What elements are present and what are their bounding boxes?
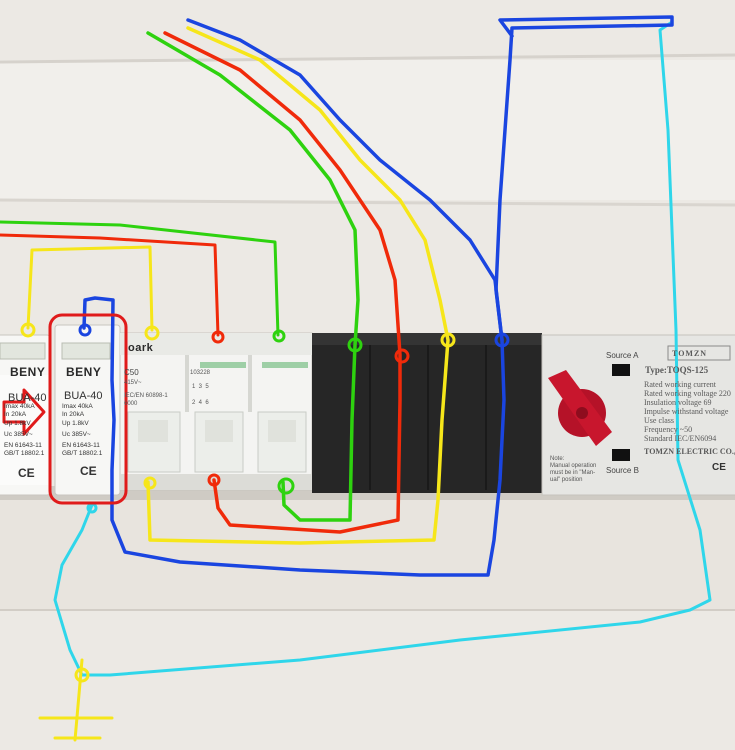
shelf-edge-top: [0, 53, 735, 64]
ats-spec-7: Standard IEC/EN6094: [644, 434, 717, 443]
spd2-spec-uc: Uc 385V~: [62, 431, 91, 438]
wire-cyan: [53, 20, 712, 677]
ats-source-a: Source A: [606, 351, 639, 360]
three-pole-breaker: [119, 332, 313, 491]
spd1-brand: BENY: [10, 365, 46, 379]
wiring-overlay: [0, 15, 712, 742]
arrow-right-icon: [2, 388, 46, 436]
highlight-box: [48, 313, 128, 505]
ats-type: Type:TOQS-125: [645, 365, 709, 375]
spd2-spec-imax: Imax 40kA: [62, 403, 93, 410]
wire-yellow-left: [26, 245, 154, 332]
spd1-ce-mark: CE: [18, 466, 35, 480]
breaker-terminals-bottom: 2 4 6: [192, 400, 209, 406]
ats-spec-3: Insulation voltage 69: [644, 398, 712, 407]
breaker-capacity: 6000: [124, 401, 138, 407]
spd1-standard-2: GB/T 18802.1: [4, 450, 45, 457]
breaker-voltage: 415V~: [124, 380, 142, 386]
spd1-spec-uc: Uc 385V~: [4, 431, 33, 438]
ats-spec-4: Impulse withstand voltage: [644, 407, 729, 416]
ats-spec-5: Use class: [644, 416, 674, 425]
breaker-standard: IEC/EN 60898-1: [124, 393, 168, 399]
spd1-spec-up: Up 1.8kV: [4, 420, 31, 427]
wire-green-main: [146, 31, 360, 522]
spd2-model: BUA-40: [64, 390, 103, 402]
wire-yellow-main: [146, 26, 450, 545]
wire-blue-top: [494, 15, 674, 342]
spd2-spec-in: In 20kA: [62, 411, 85, 418]
spd2-standard-2: GB/T 18802.1: [62, 450, 103, 457]
wire-red-main: [163, 31, 402, 534]
spd1-spec-in: In 20kA: [4, 411, 27, 418]
spd2-ce-mark: CE: [80, 464, 97, 478]
breaker-terminals-top: 1 3 5: [192, 384, 209, 390]
spd1-spec-imax: Imax 40kA: [4, 403, 35, 410]
spd1-model: BUA-40: [8, 392, 47, 404]
spd2-standard-1: EN 61643-11: [62, 442, 100, 449]
breaker-rating: C50: [124, 368, 139, 377]
ats-ce-mark: CE: [712, 462, 726, 473]
lower-cover: [0, 500, 735, 610]
spd-module-2: [54, 324, 121, 496]
ground-symbol-icon: [38, 658, 114, 742]
wire-green-left: [0, 220, 280, 337]
ats-source-b: Source B: [606, 466, 639, 475]
black-terminal-modules: [312, 333, 542, 493]
breaker-code: 103228: [190, 370, 211, 376]
ats-brand: TOMZN: [672, 349, 708, 358]
ats-spec-2: Rated working voltage 220: [644, 389, 731, 398]
ats-note: Note: Manual operation must be in "Man- …: [550, 456, 597, 483]
upper-shelf: [0, 60, 735, 200]
rotary-knob-icon: [548, 370, 612, 446]
breaker-brand: oark: [128, 342, 154, 354]
wire-blue-main: [82, 18, 506, 577]
ats-spec-6: Frequency ~50: [644, 425, 693, 434]
spd2-spec-up: Up 1.8kV: [62, 420, 89, 427]
ats-manufacturer: TOMZN ELECTRIC CO.,: [644, 447, 735, 456]
ats-spec-1: Rated working current: [644, 380, 716, 389]
wire-red-left: [0, 233, 220, 337]
spd2-brand: BENY: [66, 365, 102, 379]
shelf-edge-mid: [0, 198, 735, 207]
spd1-standard-1: EN 61643-11: [4, 442, 42, 449]
